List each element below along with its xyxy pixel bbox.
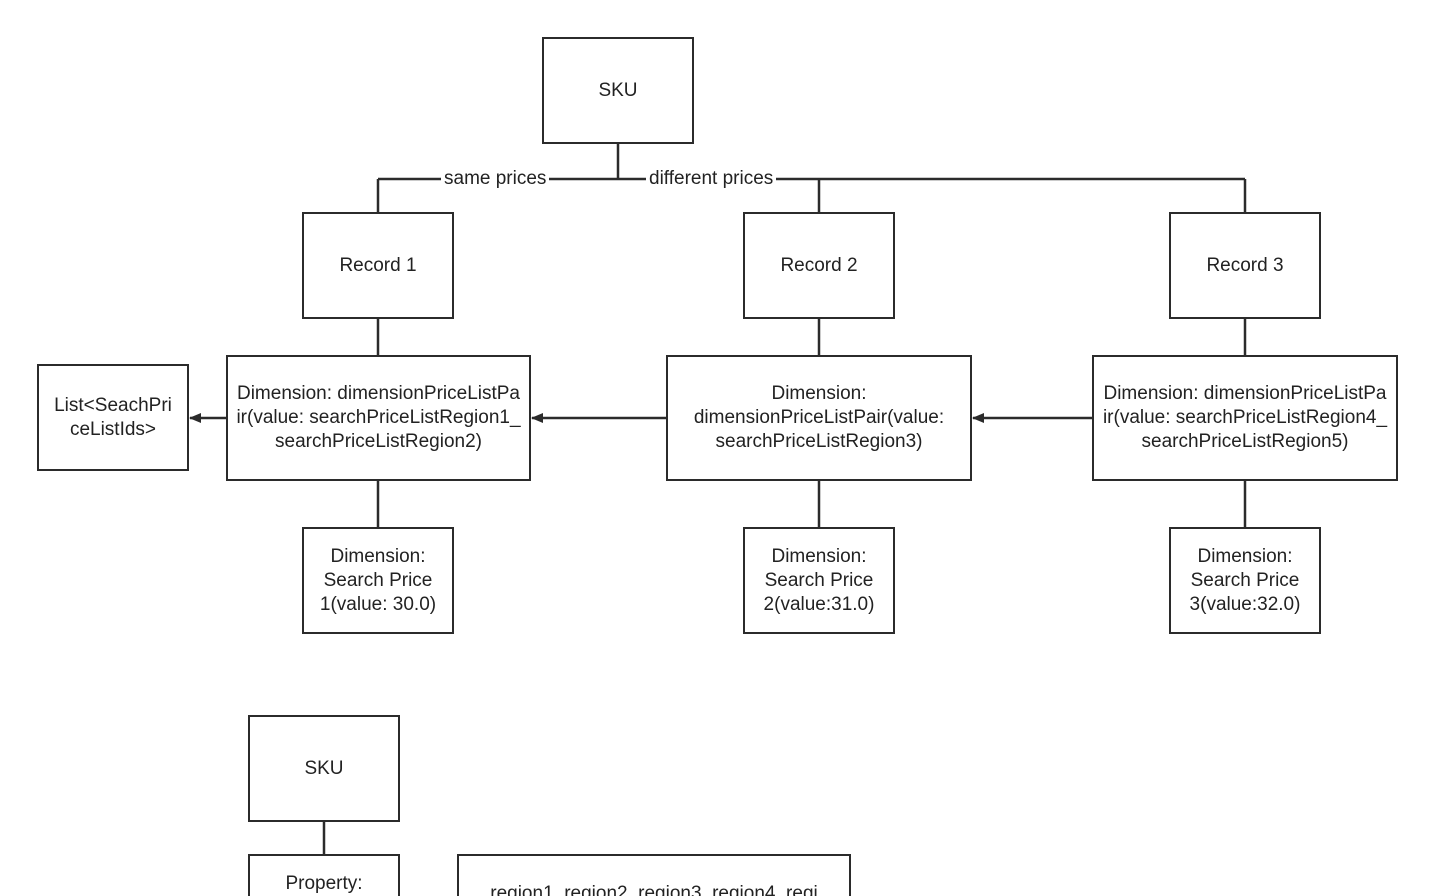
- edge-label-different-prices: different prices: [646, 168, 777, 190]
- record-1-node: Record 1: [302, 212, 454, 319]
- pair-2-node: Dimension: dimensionPriceListPair(value:…: [666, 355, 972, 481]
- pair-2-label: Dimension: dimensionPriceListPair(value:…: [693, 383, 945, 452]
- price-2-node: Dimension: Search Price 2(value:31.0): [743, 527, 895, 634]
- record-3-label: Record 3: [1206, 254, 1284, 276]
- record-2-node: Record 2: [743, 212, 895, 319]
- sku-label: SKU: [598, 79, 638, 101]
- regions-node: region1_region2_region3_region4_regi: [457, 854, 851, 896]
- record-2-label: Record 2: [780, 254, 858, 276]
- price-1-node: Dimension: Search Price 1(value: 30.0): [302, 527, 454, 634]
- edge-label-same-prices: same prices: [441, 168, 550, 190]
- price-3-node: Dimension: Search Price 3(value:32.0): [1169, 527, 1321, 634]
- bottom-sku-label: SKU: [304, 757, 344, 779]
- list-label: List<SeachPriceListIds>: [54, 394, 172, 440]
- pair-1-node: Dimension: dimensionPriceListPair(value:…: [226, 355, 531, 481]
- list-node: List<SeachPriceListIds>: [37, 364, 189, 471]
- bottom-sku-node: SKU: [248, 715, 400, 822]
- pair-3-label: Dimension: dimensionPriceListPair(value:…: [1102, 383, 1388, 452]
- sku-node: SKU: [542, 37, 694, 144]
- record-3-node: Record 3: [1169, 212, 1321, 319]
- pair-1-label: Dimension: dimensionPriceListPair(value:…: [236, 383, 521, 452]
- pair-3-node: Dimension: dimensionPriceListPair(value:…: [1092, 355, 1398, 481]
- property-node: Property:: [248, 854, 400, 896]
- regions-label: region1_region2_region3_region4_regi: [490, 883, 818, 896]
- price-3-label: Dimension: Search Price 3(value:32.0): [1189, 545, 1301, 615]
- price-1-label: Dimension: Search Price 1(value: 30.0): [319, 545, 437, 615]
- property-label: Property:: [285, 873, 363, 894]
- price-2-label: Dimension: Search Price 2(value:31.0): [763, 545, 875, 615]
- record-1-label: Record 1: [339, 254, 417, 276]
